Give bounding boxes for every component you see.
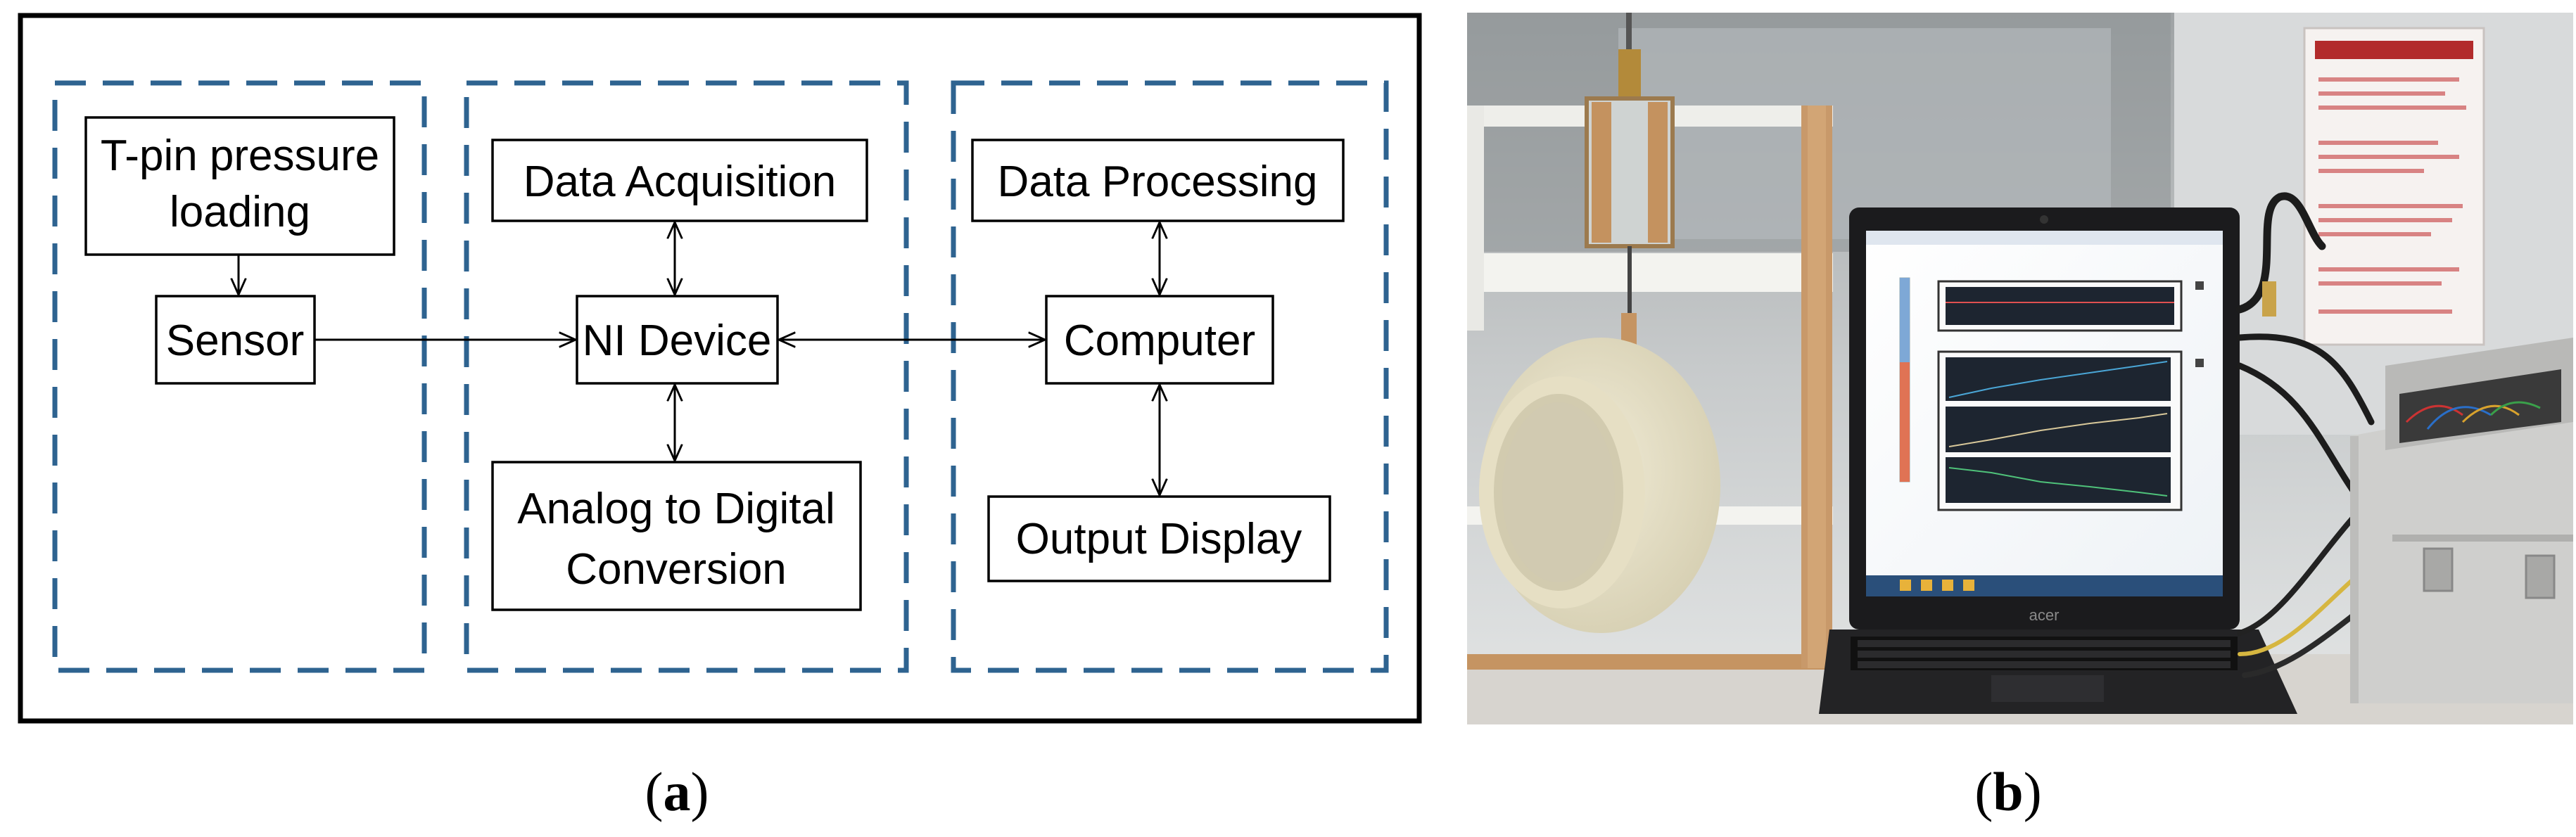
group-processing bbox=[951, 80, 1389, 673]
laptop-brand: acer bbox=[2029, 606, 2060, 624]
box-ni-device-label: NI Device bbox=[583, 317, 772, 365]
box-data-acquisition-label: Data Acquisition bbox=[524, 158, 837, 206]
box-adc: Analog to Digital Conversion bbox=[491, 461, 862, 611]
box-sensor: Sensor bbox=[155, 295, 316, 385]
box-data-acquisition: Data Acquisition bbox=[491, 139, 868, 222]
box-pressure-loading-line2: loading bbox=[170, 188, 310, 236]
caption-a: (a) bbox=[645, 761, 709, 822]
box-sensor-label: Sensor bbox=[166, 317, 304, 365]
caption-b: (b) bbox=[1974, 761, 2041, 822]
caption-a-letter: a bbox=[664, 761, 691, 822]
box-computer: Computer bbox=[1045, 295, 1274, 385]
box-output-display-label: Output Display bbox=[1016, 515, 1302, 563]
caption-b-letter: b bbox=[1993, 761, 2023, 822]
box-data-processing: Data Processing bbox=[971, 139, 1345, 222]
instrument-box bbox=[2350, 338, 2573, 703]
box-pressure-loading: T-pin pressure loading bbox=[84, 116, 395, 256]
box-output-display: Output Display bbox=[987, 495, 1331, 582]
loading-device bbox=[1585, 13, 1675, 352]
svg-text:(b): (b) bbox=[1974, 761, 2041, 822]
box-pressure-loading-line1: T-pin pressure bbox=[101, 132, 379, 180]
svg-text:(a): (a) bbox=[645, 761, 709, 822]
box-adc-line1: Analog to Digital bbox=[517, 485, 835, 533]
group-acquisition bbox=[464, 80, 909, 673]
box-data-processing-label: Data Processing bbox=[998, 158, 1318, 206]
ring-specimen bbox=[1479, 338, 1720, 633]
box-ni-device: NI Device bbox=[576, 295, 779, 385]
box-computer-label: Computer bbox=[1064, 317, 1255, 365]
safety-poster bbox=[2303, 27, 2485, 346]
box-adc-line2: Conversion bbox=[566, 545, 787, 594]
panel-b-photo: acer bbox=[1467, 13, 2573, 724]
panel-a: T-pin pressure loading Sensor Data Acqui… bbox=[18, 13, 1422, 724]
laptop: acer bbox=[1819, 207, 2297, 714]
